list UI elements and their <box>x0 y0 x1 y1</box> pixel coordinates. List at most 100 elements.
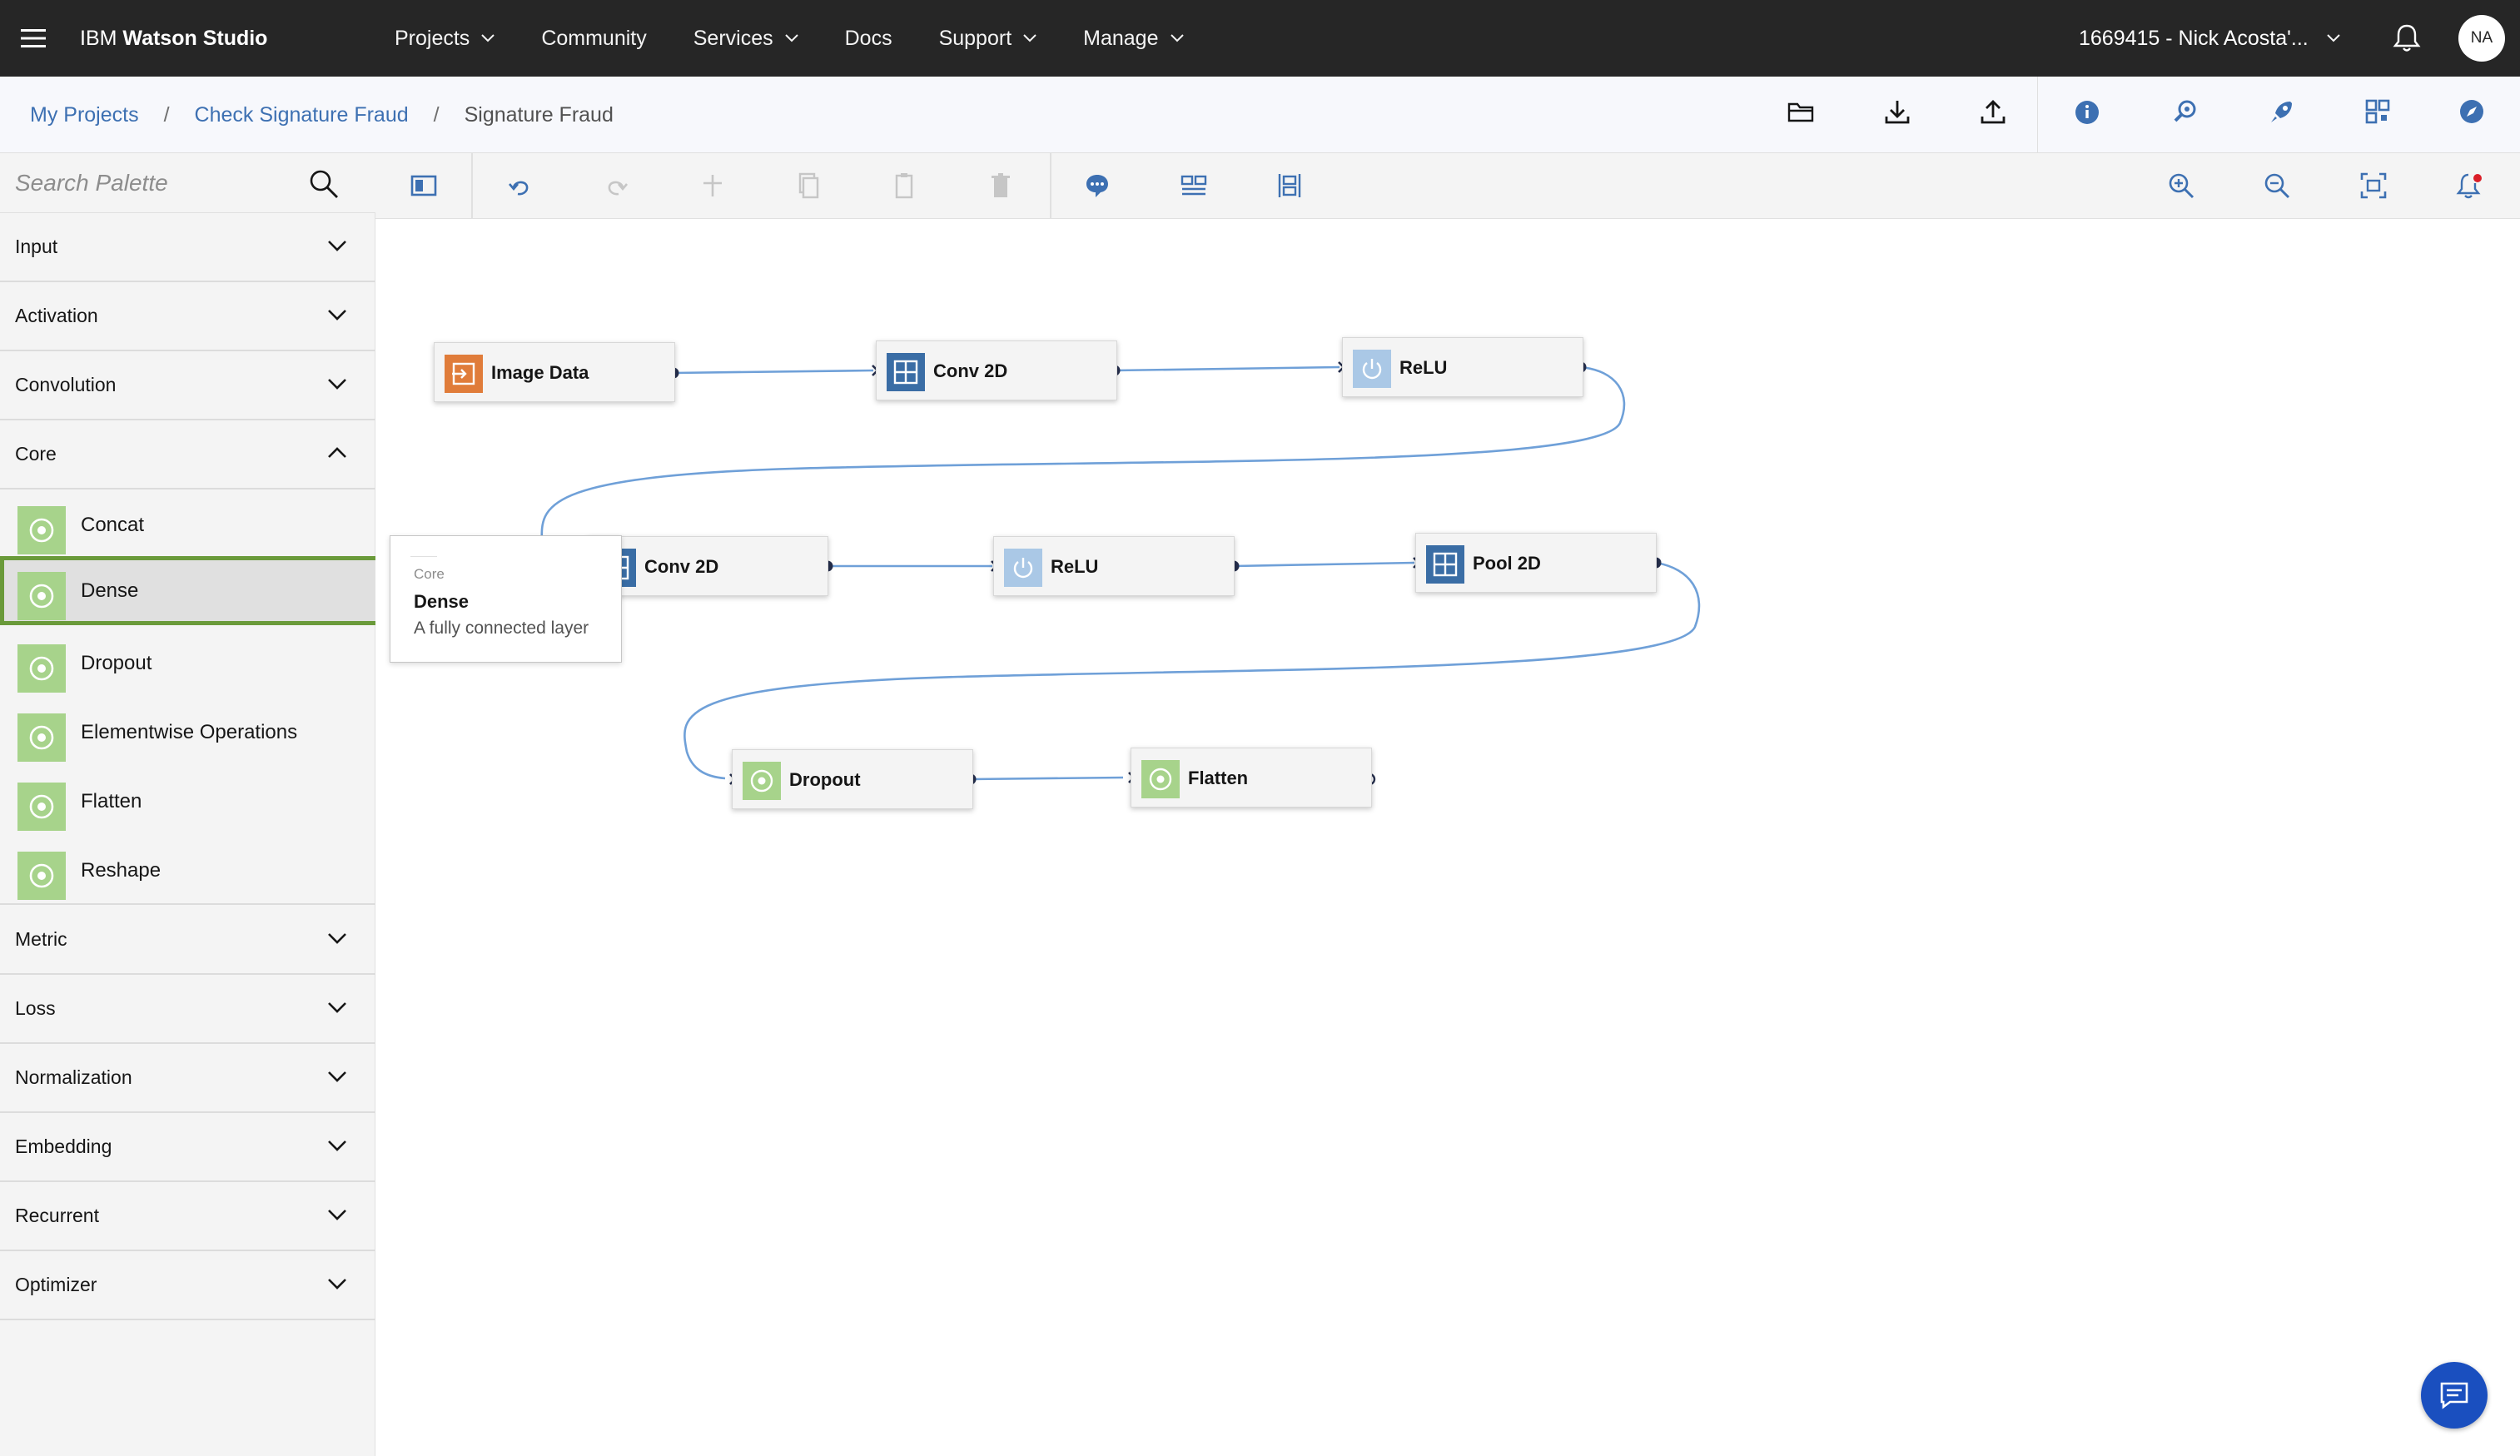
flow-node-flatten[interactable]: Flatten <box>1131 748 1372 808</box>
palette-node-label: Concat <box>81 514 145 536</box>
menu-support[interactable]: Support <box>939 27 1037 51</box>
core-node-icon <box>1141 760 1180 798</box>
avatar[interactable]: NA <box>2458 15 2505 62</box>
account-switcher[interactable]: 1669415 - Nick Acosta'... <box>2079 0 2340 77</box>
link-relu-to-conv2d <box>540 365 1626 549</box>
breadcrumb-bar: My Projects / Check Signature Fraud / Si… <box>0 77 2520 153</box>
core-node-icon <box>743 762 781 800</box>
palette-node-elementwise-operations[interactable]: Elementwise Operations <box>0 698 375 767</box>
zoom-in-button[interactable] <box>2167 171 2195 200</box>
fit-to-screen-button[interactable] <box>2359 171 2388 200</box>
download-button[interactable] <box>1884 98 1911 125</box>
category-label: Activation <box>15 305 98 326</box>
chevron-down-icon <box>328 1071 346 1082</box>
folder-icon <box>1787 102 1814 122</box>
arrange-horizontal-icon <box>1180 175 1207 196</box>
brand-name: Watson Studio <box>122 26 268 50</box>
menu-services[interactable]: Services <box>693 27 798 51</box>
app-brand[interactable]: IBM Watson Studio <box>80 27 267 51</box>
info-button[interactable] <box>2075 100 2100 125</box>
palette-node-flatten[interactable]: Flatten <box>0 767 375 836</box>
flow-node-label: ReLU <box>1051 556 1099 577</box>
menu-icon <box>21 29 46 47</box>
menu-docs[interactable]: Docs <box>845 27 892 51</box>
arrange-vertical-button[interactable] <box>1275 171 1304 200</box>
category-core[interactable]: Core <box>0 420 375 489</box>
category-convolution[interactable]: Convolution <box>0 351 375 420</box>
zoom-out-button[interactable] <box>2263 171 2291 200</box>
menu-label: Manage <box>1083 26 1159 50</box>
search-input[interactable] <box>15 166 298 200</box>
redo-button[interactable] <box>602 171 630 200</box>
cut-button[interactable] <box>698 171 727 200</box>
palette-node-dropout[interactable]: Dropout <box>0 629 375 698</box>
chevron-down-icon <box>1170 34 1184 42</box>
upload-button[interactable] <box>1980 98 2006 125</box>
category-input[interactable]: Input <box>0 213 375 282</box>
category-activation[interactable]: Activation <box>0 282 375 351</box>
category-embedding[interactable]: Embedding <box>0 1113 375 1182</box>
copy-button[interactable] <box>794 171 823 200</box>
hamburger-menu-button[interactable] <box>0 0 67 77</box>
open-folder-button[interactable] <box>1787 100 1814 123</box>
add-comment-button[interactable] <box>1083 171 1111 200</box>
toggle-palette-button[interactable] <box>410 173 437 198</box>
flow-node-dropout[interactable]: Dropout <box>732 749 973 809</box>
layout-button[interactable] <box>2364 98 2391 125</box>
menu-projects[interactable]: Projects <box>395 27 495 51</box>
link-relu-to-pool2d <box>1233 561 1415 568</box>
category-normalization[interactable]: Normalization <box>0 1044 375 1113</box>
chevron-down-icon <box>481 34 495 42</box>
arrange-horizontal-button[interactable] <box>1180 171 1208 200</box>
explore-button[interactable] <box>2459 99 2484 124</box>
zoom-out-icon <box>2264 173 2290 199</box>
palette-node-dense[interactable]: Dense <box>0 556 384 625</box>
flow-node-conv-2d[interactable]: Conv 2D <box>876 340 1117 400</box>
category-metric[interactable]: Metric <box>0 906 375 975</box>
palette-search <box>0 153 375 213</box>
link-conv2d-to-relu <box>1114 365 1340 372</box>
power-icon <box>1353 350 1391 388</box>
grid-icon <box>2365 99 2390 124</box>
category-optimizer[interactable]: Optimizer <box>0 1251 375 1320</box>
redo-icon <box>608 181 628 196</box>
input-node-icon <box>445 355 483 393</box>
menu-community[interactable]: Community <box>541 27 646 51</box>
paste-button[interactable] <box>890 171 918 200</box>
undo-button[interactable] <box>506 171 534 200</box>
link-pool2d-to-dropout <box>683 561 1701 780</box>
core-node-icon <box>17 852 66 900</box>
bell-icon <box>2393 24 2421 52</box>
palette-node-reshape[interactable]: Reshape <box>0 836 375 905</box>
canvas-notifications-button[interactable] <box>2455 171 2483 200</box>
flow-node-pool-2d[interactable]: Pool 2D <box>1415 533 1657 593</box>
category-loss[interactable]: Loss <box>0 975 375 1044</box>
category-label: Normalization <box>15 1066 132 1088</box>
search-icon[interactable] <box>308 168 340 200</box>
flow-node-image-data[interactable]: Image Data <box>434 342 675 402</box>
comment-icon <box>1086 175 1108 197</box>
chat-button[interactable] <box>2421 1362 2488 1429</box>
category-label: Input <box>15 236 58 257</box>
delete-button[interactable] <box>987 171 1015 200</box>
category-label: Metric <box>15 928 67 950</box>
notifications-button[interactable] <box>2393 23 2421 53</box>
palette-node-concat[interactable]: Concat <box>0 490 375 559</box>
flow-canvas[interactable]: Image Data Conv 2D ReLU Conv 2D ReLU Poo… <box>375 219 2520 1456</box>
hyperparameter-button[interactable] <box>2172 98 2199 125</box>
flow-node-conv-2d-2[interactable]: Conv 2D <box>587 536 828 596</box>
flow-node-relu[interactable]: ReLU <box>1342 337 1583 397</box>
chevron-up-icon <box>328 447 346 458</box>
menu-manage[interactable]: Manage <box>1083 26 1184 51</box>
grid-node-icon <box>887 353 925 391</box>
flow-node-relu-2[interactable]: ReLU <box>993 536 1235 596</box>
fit-screen-icon <box>2360 172 2387 199</box>
bell-alert-icon <box>2456 173 2482 199</box>
main-menu: Projects Community Services Docs Support… <box>395 0 1230 77</box>
publish-button[interactable] <box>2269 98 2295 125</box>
menu-label: Docs <box>844 26 892 50</box>
trash-icon <box>992 173 1010 197</box>
breadcrumb-project[interactable]: Check Signature Fraud <box>194 102 409 127</box>
category-recurrent[interactable]: Recurrent <box>0 1182 375 1251</box>
breadcrumb-my-projects[interactable]: My Projects <box>30 102 139 127</box>
